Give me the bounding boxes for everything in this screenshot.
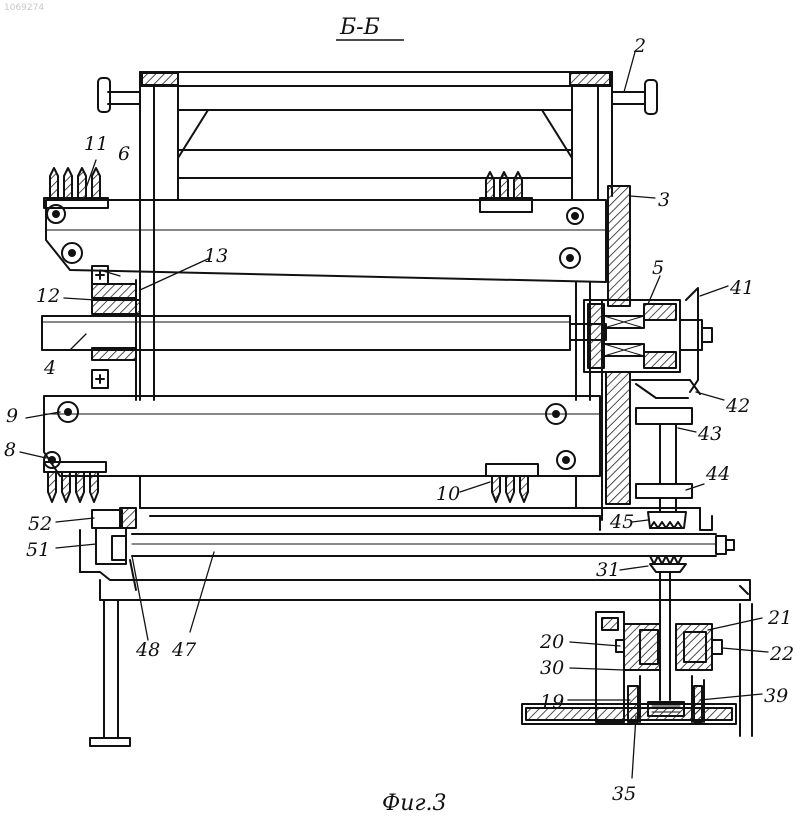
vertical-shaft <box>660 572 670 700</box>
label-47: 47 <box>171 639 197 661</box>
section-title: Б-Б <box>339 15 380 40</box>
label-2: 2 <box>633 35 646 57</box>
label-20: 20 <box>539 631 564 653</box>
shaft-47 <box>132 534 734 556</box>
needle-group-11 <box>44 168 108 208</box>
label-9: 9 <box>6 405 18 427</box>
label-41: 41 <box>729 277 754 299</box>
label-31: 31 <box>596 559 620 581</box>
label-30: 30 <box>540 657 564 679</box>
label-11: 11 <box>84 133 108 155</box>
label-45: 45 <box>609 511 634 533</box>
needle-group-10 <box>486 464 538 502</box>
figure-caption: Фиг.3 <box>382 791 447 816</box>
label-48: 48 <box>135 639 160 661</box>
label-39: 39 <box>764 685 788 707</box>
label-10: 10 <box>436 483 460 505</box>
bracket-12-13 <box>92 266 140 400</box>
label-19: 19 <box>540 691 564 713</box>
label-12: 12 <box>36 285 60 307</box>
label-5: 5 <box>652 257 664 279</box>
label-3: 3 <box>658 189 670 211</box>
document-code: 1069274 <box>4 3 44 13</box>
label-4: 4 <box>43 357 56 379</box>
label-35: 35 <box>612 783 636 805</box>
gear-43 <box>636 408 692 484</box>
label-52: 52 <box>28 513 52 535</box>
label-51: 51 <box>26 539 50 561</box>
bevel-gear-45 <box>648 512 686 528</box>
label-21: 21 <box>767 607 792 629</box>
label-22: 22 <box>769 643 794 665</box>
main-shaft-4 <box>42 316 606 350</box>
bevel-gear-31 <box>650 556 686 572</box>
label-6: 6 <box>118 143 130 165</box>
label-8: 8 <box>4 439 16 461</box>
label-43: 43 <box>697 423 722 445</box>
bearing-unit-5 <box>584 300 712 372</box>
label-42: 42 <box>725 395 750 417</box>
label-13: 13 <box>204 245 228 267</box>
label-44: 44 <box>705 463 730 485</box>
